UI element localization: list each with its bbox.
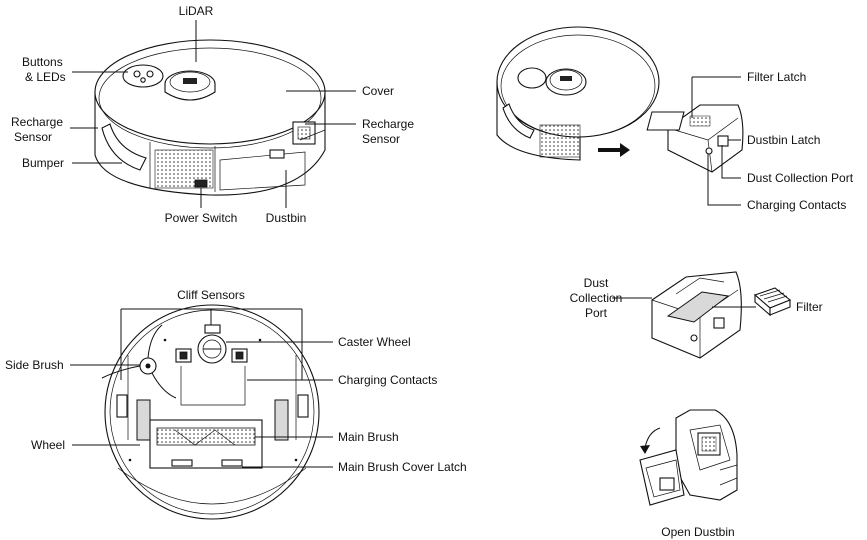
label-power-switch: Power Switch — [165, 211, 238, 225]
label-recharge-right-line2: Sensor — [362, 132, 400, 146]
dustbin-detail — [646, 104, 744, 173]
arrow-right-icon — [598, 143, 630, 157]
curved-arrow-head — [640, 445, 650, 454]
label-filter-port-line1: Dust — [584, 276, 609, 290]
label-filter: Filter — [796, 300, 823, 314]
leader-cliff-sensors — [120, 308, 303, 380]
label-recharge-left-line1: Recharge — [11, 115, 63, 129]
label-buttons-line1: Buttons — [22, 55, 63, 69]
label-caster-wheel: Caster Wheel — [338, 335, 411, 349]
label-dust-collection-port: Dust Collection Port — [747, 171, 854, 185]
leader-filter-latch — [691, 76, 741, 118]
label-main-brush-cover-latch: Main Brush Cover Latch — [338, 460, 467, 474]
label-lidar: LiDAR — [179, 4, 214, 18]
robot-bottom-view — [101, 304, 320, 520]
label-filter-latch: Filter Latch — [747, 70, 806, 84]
label-recharge-left-line2: Sensor — [14, 130, 52, 144]
label-bumper: Bumper — [22, 156, 64, 170]
label-recharge-right-line1: Recharge — [362, 117, 414, 131]
label-side-brush: Side Brush — [5, 358, 64, 372]
label-filter-port-line2: Collection — [570, 291, 623, 305]
label-charging-contacts-bottom: Charging Contacts — [338, 373, 437, 387]
dustbin-filter-view — [651, 271, 792, 359]
label-dustbin: Dustbin — [266, 211, 307, 225]
label-cliff-sensors: Cliff Sensors — [177, 288, 245, 302]
robot-top-view — [94, 39, 326, 196]
label-wheel: Wheel — [31, 438, 65, 452]
label-buttons-line2: & LEDs — [25, 70, 66, 84]
leader-charging-contacts-top — [707, 154, 741, 206]
label-filter-port-line3: Port — [585, 306, 608, 320]
dustbin-open-view — [639, 409, 738, 506]
label-cover: Cover — [362, 84, 394, 98]
label-dustbin-latch: Dustbin Latch — [747, 133, 820, 147]
curved-arrow-icon — [644, 427, 661, 449]
leader-dust-collection-port — [721, 145, 741, 179]
label-main-brush: Main Brush — [338, 430, 399, 444]
caption-open-dustbin: Open Dustbin — [661, 525, 734, 539]
label-charging-contacts-top: Charging Contacts — [747, 198, 846, 212]
robot-dustbin-removed — [496, 26, 660, 161]
